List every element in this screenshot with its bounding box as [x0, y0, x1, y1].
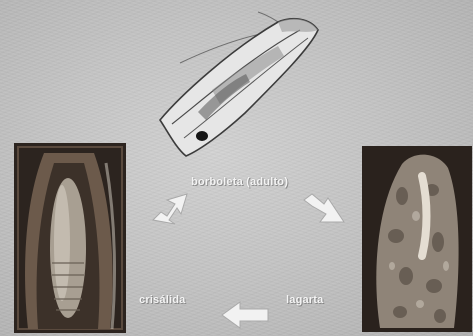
arrow-larva-to-pupa-icon [220, 300, 272, 330]
adult-stage-label: borboleta (adulto) [191, 176, 288, 188]
caterpillar-icon [362, 146, 472, 332]
moth-icon [150, 8, 325, 163]
arrow-pupa-to-adult-icon [147, 190, 191, 226]
larva-stage-label: lagarta [286, 294, 323, 306]
arrow-adult-to-larva-icon [302, 192, 348, 228]
pupa-stage-label: crisálida [139, 294, 185, 306]
chrysalis-icon [14, 143, 126, 333]
